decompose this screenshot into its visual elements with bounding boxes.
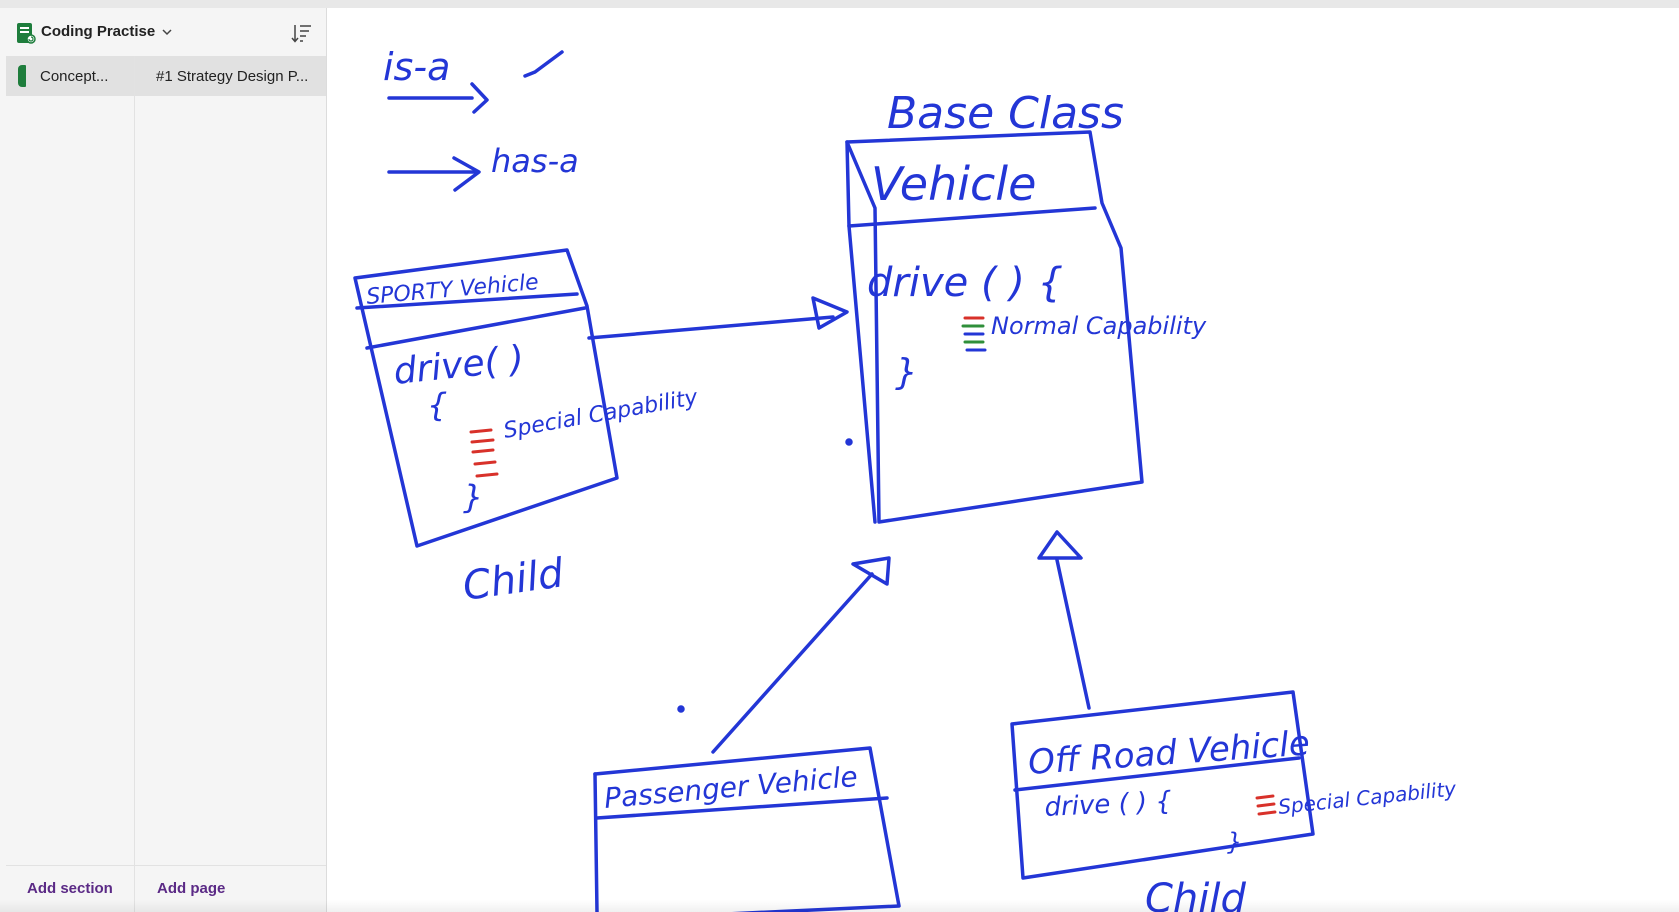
vehicle-class-name: Vehicle [871, 157, 1036, 211]
add-section-button[interactable]: Add section [27, 880, 113, 897]
vehicle-close-brace: } [895, 352, 918, 393]
sidebar-footer-divider [6, 865, 326, 866]
inheritance-triangle-offroad [1037, 530, 1083, 560]
vehicle-note-marker [961, 316, 987, 352]
sporty-vehicle-class-box [353, 248, 619, 548]
sporty-child-caption: Child [460, 550, 567, 610]
page-canvas[interactable]: is-a has-a Base Class Vehicle drive ( ) … [327, 8, 1679, 912]
notebook-icon [17, 23, 36, 44]
passenger-to-vehicle-line [711, 572, 874, 754]
ink-dot [677, 705, 685, 713]
section-color-tab [18, 65, 26, 87]
inheritance-triangle-sporty [811, 296, 849, 330]
vehicle-note: Normal Capability [991, 312, 1207, 340]
base-class-caption: Base Class [887, 88, 1124, 139]
inheritance-triangle-passenger [851, 556, 891, 586]
offroad-close-brace: } [1227, 828, 1242, 856]
legend-has-a-label: has-a [491, 142, 579, 180]
vehicle-method: drive ( ) { [867, 260, 1063, 306]
navigation-sidebar: Coding Practise Concept... #1 Strategy D… [0, 8, 327, 912]
offroad-child-caption: Child [1145, 876, 1247, 912]
chevron-down-icon[interactable] [160, 25, 174, 39]
bottom-shadow [0, 900, 1679, 912]
vehicle-class-box [845, 130, 1144, 524]
sporty-open-brace: { [427, 386, 447, 424]
notebook-title[interactable]: Coding Practise [41, 23, 156, 40]
is-a-arrow [387, 50, 564, 114]
sort-icon[interactable] [291, 22, 313, 44]
offroad-note-marker [1255, 794, 1277, 816]
passenger-vehicle-class-box [593, 746, 901, 912]
has-a-arrow [387, 156, 481, 192]
offroad-vehicle-class-box [1010, 690, 1315, 880]
legend-is-a-label: is-a [383, 45, 450, 89]
page-item-strategy-design[interactable]: #1 Strategy Design P... [135, 56, 326, 96]
sporty-close-brace: } [463, 478, 483, 516]
add-page-button[interactable]: Add page [157, 880, 226, 897]
sporty-to-vehicle-line [587, 315, 835, 340]
sporty-class-name: SPORTY Vehicle [365, 270, 539, 310]
pane-divider [134, 56, 135, 912]
page-item-label: #1 Strategy Design P... [156, 68, 309, 85]
section-item-concept[interactable]: Concept... [6, 56, 134, 96]
sporty-method: drive( ) [392, 339, 526, 393]
offroad-to-vehicle-line [1055, 558, 1091, 710]
sporty-note-marker [469, 428, 499, 478]
ink-drawing: is-a has-a Base Class Vehicle drive ( ) … [353, 45, 1458, 912]
notebook-header[interactable]: Coding Practise [0, 8, 326, 56]
offroad-method: drive ( ) { [1044, 786, 1173, 823]
section-item-label: Concept... [40, 68, 109, 85]
ink-dot [845, 438, 853, 446]
